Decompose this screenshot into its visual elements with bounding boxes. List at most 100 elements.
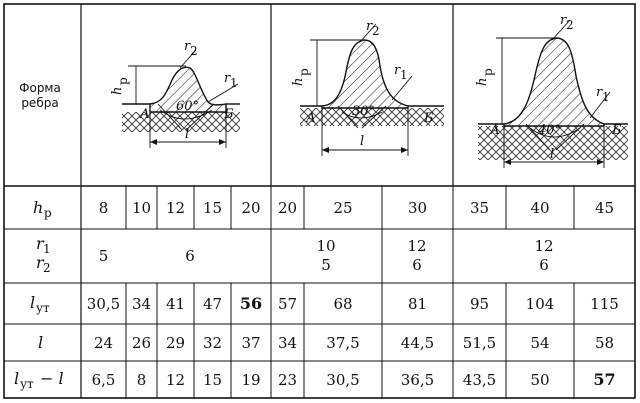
fig1-r1-label: r (224, 71, 231, 86)
row-r1-sub: 1 (43, 242, 51, 256)
fig1-r1-sub: 1 (230, 76, 238, 90)
row-l-cell-11: 58 (595, 334, 614, 352)
fig2-angle: 30° (352, 104, 375, 119)
row-lyt-cell-5: 56 (240, 294, 262, 313)
row-r2-sub: 2 (43, 261, 51, 275)
row-diff-cell-6: 23 (278, 371, 297, 389)
row-r2-sym: r (36, 253, 45, 272)
row-diff-cell-11: 57 (593, 370, 615, 389)
row-hp-sym: h (33, 198, 43, 217)
r-group1-value: 5 (99, 247, 109, 265)
header-label-line1: Форма (19, 81, 61, 95)
row-hp-cell-8: 30 (408, 199, 427, 217)
row-hp-cell-4: 15 (203, 199, 222, 217)
row-l-cell-8: 44,5 (401, 334, 434, 352)
row-lyt-cell-8: 81 (408, 295, 427, 313)
row-hp-cell-5: 20 (241, 199, 260, 217)
row-lyt-cell-11: 115 (590, 295, 619, 313)
row-diff-cell-9: 43,5 (463, 371, 496, 389)
row-diff-cell-8: 36,5 (401, 371, 434, 389)
fig2-h-label: h (291, 78, 306, 86)
row-l-cell-2: 26 (132, 334, 151, 352)
row-label-l: l (38, 333, 43, 352)
row-l-sym: l (38, 333, 43, 352)
row-hp-cell-1: 8 (99, 199, 109, 217)
row-diff-cell-1: 6,5 (92, 371, 116, 389)
row-diff-sym: l (14, 369, 19, 388)
row-label-diff: l ут − l (14, 369, 64, 391)
fig1-a-label: А (139, 107, 150, 122)
r-group3-r2: 5 (321, 256, 331, 274)
row-lyt-cell-9: 95 (470, 295, 489, 313)
row-diff-cell-5: 19 (241, 371, 260, 389)
r-group5-r2: 6 (539, 256, 549, 274)
row-l-cell-7: 37,5 (326, 334, 359, 352)
row-lyt-cell-3: 41 (166, 295, 185, 313)
rib-figure-40: h р r 2 r 1 40° А Б l (475, 13, 628, 168)
row-lyt-cell-2: 34 (132, 295, 151, 313)
fig3-r1-label: r (596, 85, 603, 100)
row-r1-sym: r (36, 234, 45, 253)
fig2-r1-label: r (394, 63, 401, 78)
fig1-r2-label: r (184, 39, 191, 54)
row-l-cell-4: 32 (203, 334, 222, 352)
row-hp-cell-7: 25 (333, 199, 352, 217)
table-grid (3, 3, 636, 399)
r-group5-r1: 12 (534, 237, 553, 255)
fig2-r2-label: r (366, 19, 373, 34)
fig1-h-label: h (110, 87, 125, 95)
row-hp-cell-10: 40 (530, 199, 549, 217)
fig3-angle: 40° (537, 123, 561, 138)
fig3-b-label: Б (611, 123, 622, 138)
r-group2-value: 6 (185, 247, 195, 265)
r-group3-r1: 10 (316, 237, 335, 255)
row-diff-cell-2: 8 (137, 371, 147, 389)
fig3-h-sub: р (481, 68, 495, 76)
row-hp-cell-3: 12 (166, 199, 185, 217)
fig1-b-label: Б (223, 107, 234, 122)
fig3-r2-label: r (560, 13, 567, 28)
fig2-r1-sub: 1 (400, 68, 408, 82)
fig2-h-sub: р (297, 68, 311, 76)
header-label-line2: ребра (21, 96, 58, 110)
row-l-cell-10: 54 (530, 334, 549, 352)
row-hp-cell-6: 20 (278, 199, 297, 217)
fig1-h-sub: р (116, 77, 130, 85)
fig2-a-label: А (305, 111, 316, 126)
row-label-hp: h р (33, 198, 52, 220)
row-lyt-sub: ут (36, 301, 50, 315)
row-lyt-sym: l (30, 293, 35, 312)
row-l-cell-1: 24 (94, 334, 113, 352)
fig3-a-label: А (489, 123, 500, 138)
fig3-r2-sub: 2 (566, 18, 574, 32)
row-diff-rest: − l (40, 369, 64, 388)
row-l-cell-9: 51,5 (463, 334, 496, 352)
row-lyt-cell-4: 47 (203, 295, 222, 313)
fig3-r1-sub: 1 (602, 90, 610, 104)
row-l-cell-6: 34 (278, 334, 297, 352)
row-hp-cell-2: 10 (132, 199, 151, 217)
fig1-r2-sub: 2 (190, 44, 198, 58)
fig3-h-label: h (475, 78, 490, 86)
row-lyt-cell-10: 104 (526, 295, 555, 313)
row-label-r: r 1 r 2 (36, 234, 51, 275)
fig2-r2-sub: 2 (372, 24, 380, 38)
row-lyt-cell-7: 68 (333, 295, 352, 313)
row-l-cell-3: 29 (166, 334, 185, 352)
fig1-angle: 60° (176, 99, 199, 114)
row-diff-sub: ут (20, 377, 34, 391)
rib-figure-60: h р r 2 r 1 60° А Б l (110, 39, 240, 148)
row-label-lyt: l ут (30, 293, 50, 315)
row-diff-cell-7: 30,5 (326, 371, 359, 389)
fig2-l-label: l (360, 134, 364, 149)
row-hp-sub: р (44, 206, 52, 220)
row-hp-cell-11: 45 (595, 199, 614, 217)
row-diff-cell-10: 50 (530, 371, 549, 389)
fig1-l-label: l (185, 127, 189, 142)
fig2-b-label: Б (423, 111, 434, 126)
